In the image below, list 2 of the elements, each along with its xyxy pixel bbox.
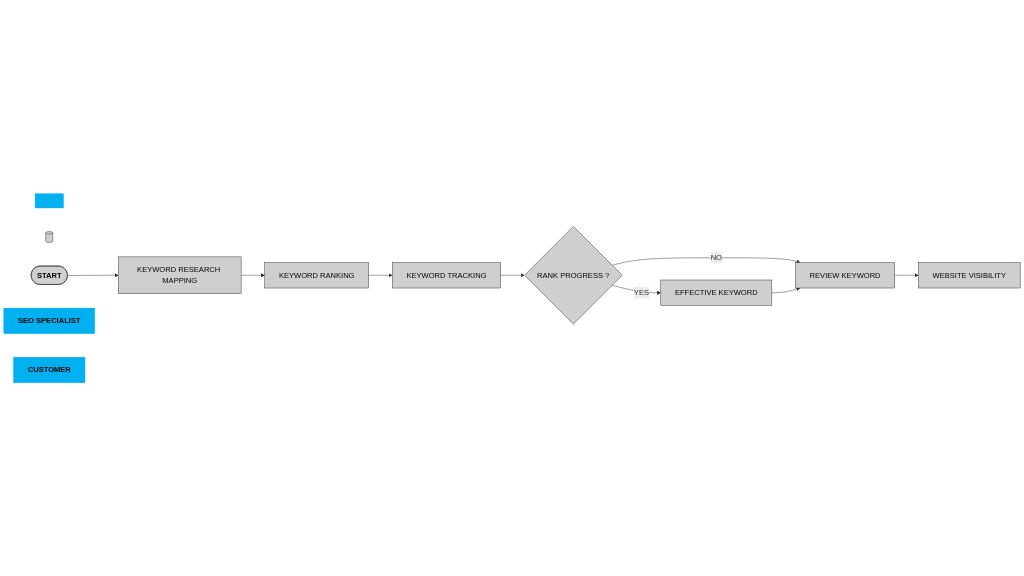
node-box bbox=[34, 193, 64, 208]
node-cylinder bbox=[45, 231, 54, 243]
